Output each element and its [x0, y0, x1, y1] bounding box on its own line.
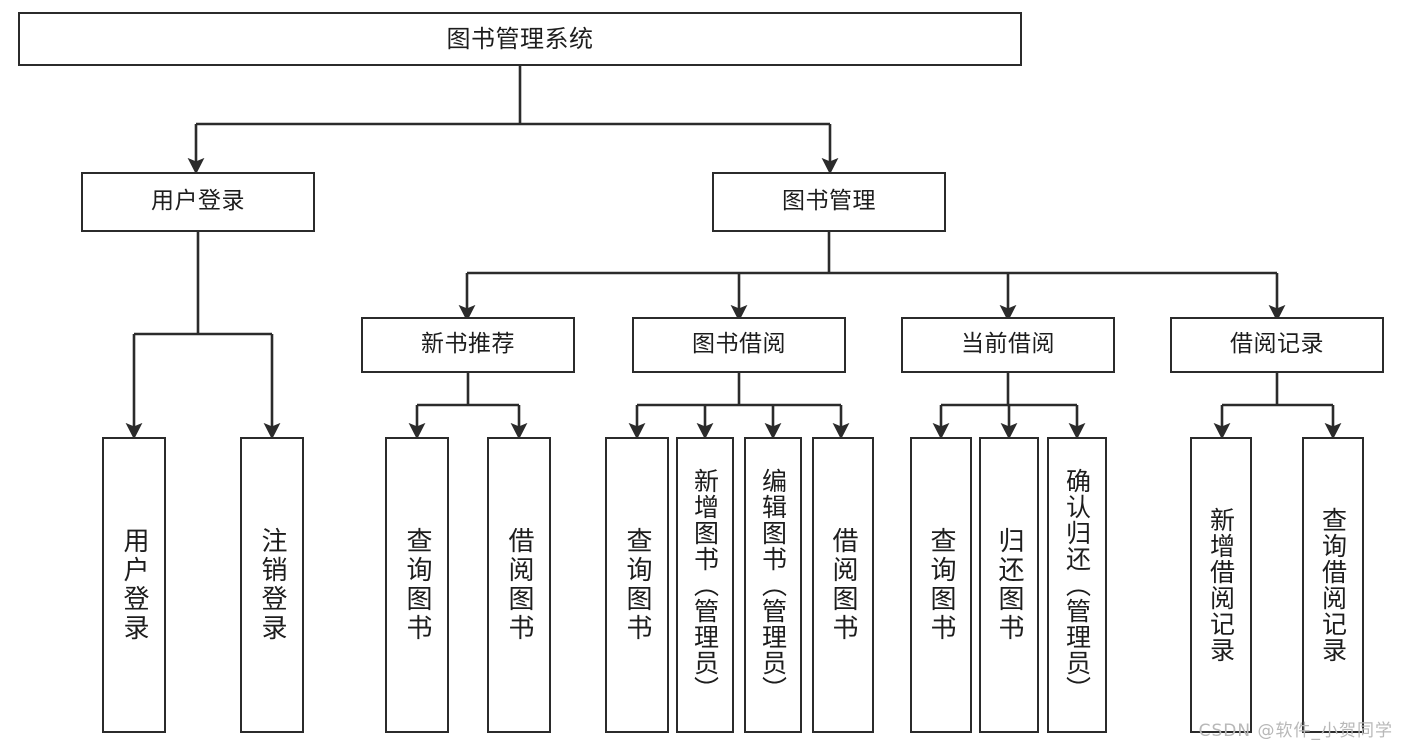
node-label: 查询图书 — [402, 527, 432, 643]
node-label: 用户登录 — [151, 188, 245, 215]
node-label: 确认归还（管理员） — [1062, 468, 1092, 702]
node-label: 图书管理 — [782, 188, 876, 215]
node-new-book-recommend[interactable]: 新书推荐 — [361, 317, 575, 373]
node-label: 新书推荐 — [421, 331, 515, 358]
node-label: 借阅图书 — [828, 527, 858, 643]
node-root-book-management-system[interactable]: 图书管理系统 — [18, 12, 1022, 66]
node-leaf-query-book-current[interactable]: 查询图书 — [910, 437, 972, 733]
node-leaf-confirm-return-admin[interactable]: 确认归还（管理员） — [1047, 437, 1107, 733]
node-borrow-record[interactable]: 借阅记录 — [1170, 317, 1384, 373]
node-leaf-query-borrow-record[interactable]: 查询借阅记录 — [1302, 437, 1364, 733]
node-label: 归还图书 — [994, 527, 1024, 643]
node-label: 注销登录 — [257, 527, 287, 643]
node-label: 图书借阅 — [692, 331, 786, 358]
node-label: 借阅记录 — [1230, 331, 1324, 358]
node-book-management[interactable]: 图书管理 — [712, 172, 946, 232]
node-label: 借阅图书 — [504, 527, 534, 643]
node-leaf-user-login[interactable]: 用户登录 — [102, 437, 166, 733]
node-label: 图书管理系统 — [446, 24, 594, 53]
node-book-borrow[interactable]: 图书借阅 — [632, 317, 846, 373]
node-leaf-query-book-recommend[interactable]: 查询图书 — [385, 437, 449, 733]
node-label: 新增借阅记录 — [1206, 507, 1236, 663]
node-leaf-query-book[interactable]: 查询图书 — [605, 437, 669, 733]
node-leaf-edit-book-admin[interactable]: 编辑图书（管理员） — [744, 437, 802, 733]
node-user-login[interactable]: 用户登录 — [81, 172, 315, 232]
node-label: 查询图书 — [622, 527, 652, 643]
node-leaf-borrow-book[interactable]: 借阅图书 — [812, 437, 874, 733]
node-label: 用户登录 — [119, 527, 149, 643]
node-label: 新增图书（管理员） — [690, 468, 720, 702]
node-label: 查询借阅记录 — [1318, 507, 1348, 663]
node-leaf-logout-login[interactable]: 注销登录 — [240, 437, 304, 733]
node-current-borrow[interactable]: 当前借阅 — [901, 317, 1115, 373]
node-leaf-return-book[interactable]: 归还图书 — [979, 437, 1039, 733]
node-leaf-add-borrow-record[interactable]: 新增借阅记录 — [1190, 437, 1252, 733]
node-label: 当前借阅 — [961, 331, 1055, 358]
node-leaf-borrow-book-recommend[interactable]: 借阅图书 — [487, 437, 551, 733]
watermark-csdn: CSDN @软件_小贺同学 — [1198, 721, 1393, 741]
node-leaf-add-book-admin[interactable]: 新增图书（管理员） — [676, 437, 734, 733]
node-label: 编辑图书（管理员） — [758, 468, 788, 702]
node-label: 查询图书 — [926, 527, 956, 643]
